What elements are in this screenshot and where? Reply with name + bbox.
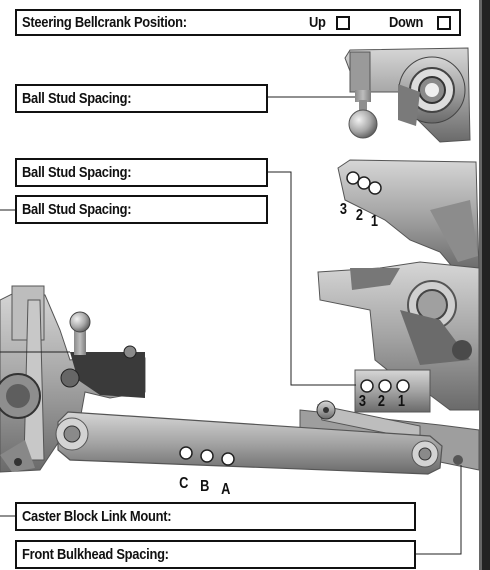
upper-arm-holes — [346, 171, 382, 195]
caster-block-link-mount-label: Caster Block Link Mount: — [22, 508, 172, 525]
hole-label-link-a: A — [221, 481, 231, 498]
ball-stud-spacing-field-3[interactable]: Ball Stud Spacing: — [15, 195, 268, 224]
bellcrank-part — [344, 47, 471, 143]
steering-bellcrank-label: Steering Bellcrank Position: — [22, 14, 187, 31]
ball-stud-spacing-label-1: Ball Stud Spacing: — [22, 90, 132, 107]
chassis-edge — [479, 0, 490, 570]
hole-label-mid-2: 2 — [377, 393, 386, 410]
leader-lines — [0, 96, 462, 555]
front-bulkhead-spacing-label: Front Bulkhead Spacing: — [22, 546, 169, 563]
steering-bellcrank-field: Steering Bellcrank Position: Up Down — [15, 9, 461, 36]
hole-label-link-c: C — [179, 475, 189, 492]
ball-stud-spacing-label-2: Ball Stud Spacing: — [22, 164, 132, 181]
steering-link — [55, 411, 443, 475]
ball-stud-spacing-field-1[interactable]: Ball Stud Spacing: — [15, 84, 268, 113]
hole-label-link-b: B — [200, 478, 210, 495]
hole-label-mid-1: 1 — [397, 393, 406, 410]
hole-label-upper-1: 1 — [370, 213, 379, 230]
ball-stud-spacing-label-3: Ball Stud Spacing: — [22, 201, 132, 218]
down-checkbox[interactable] — [437, 16, 451, 30]
steering-knuckle — [317, 159, 480, 411]
ball-stud-spacing-field-2[interactable]: Ball Stud Spacing: — [15, 158, 268, 187]
front-hub — [0, 285, 146, 473]
option-down-label: Down — [389, 14, 424, 31]
option-up-label: Up — [309, 14, 326, 31]
caster-block-link-mount-field[interactable]: Caster Block Link Mount: — [15, 502, 416, 531]
up-checkbox[interactable] — [336, 16, 350, 30]
hole-label-upper-2: 2 — [355, 207, 364, 224]
hole-label-upper-3: 3 — [339, 201, 348, 218]
front-bulkhead-spacing-field[interactable]: Front Bulkhead Spacing: — [15, 540, 416, 569]
ball-stud-top — [348, 90, 378, 139]
mount-block — [354, 369, 431, 413]
hole-label-mid-3: 3 — [358, 393, 367, 410]
